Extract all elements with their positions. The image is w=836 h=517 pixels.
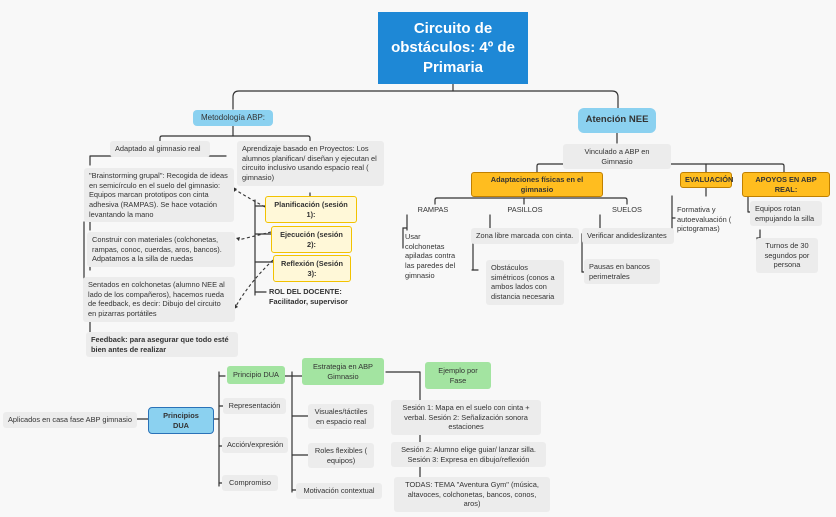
equipos-node: Equipos rotan empujando la silla [750, 201, 822, 227]
adaptaciones-node: Adaptaciones físicas en el gimnasio [471, 172, 603, 198]
construir-node: Construir con materiales (colchonetas, r… [87, 232, 235, 267]
principio-row-3: Compromiso [222, 475, 278, 491]
pasillos-detail-2: Obstáculos simétricos (conos a ambos lad… [486, 260, 564, 305]
feedback-node: Feedback: para asegurar que todo esté bi… [86, 332, 238, 358]
ejemplo-row-1: Sesión 1: Mapa en el suelo con cinta + v… [391, 400, 541, 435]
rampas-detail: Usar colchonetas apiladas contra las par… [405, 232, 456, 280]
estrategia-row-3: Motivación contextual [296, 483, 382, 499]
evaluacion-node: EVALUACIÓN [680, 172, 733, 188]
atencion-nee-node: Atención NEE [578, 108, 656, 133]
aplicados-node: Aplicados en casa fase ABP gimnasio [3, 412, 137, 428]
suelos-detail-2: Pausas en bancos perimetrales [584, 259, 660, 285]
turnos-node: Turnos de 30 segundos por persona [756, 238, 818, 273]
planificacion-node: Planificación (sesión 1): [265, 196, 357, 224]
apoyos-node: APOYOS EN ABP REAL: [742, 172, 830, 198]
estrategia-row-2: Roles flexibles ( equipos) [308, 443, 374, 469]
aprendizaje-node: Aprendizaje basado en Proyectos: Los alu… [237, 141, 384, 186]
principio-row-1: Representación [223, 398, 286, 414]
principio-row-2: Acción/expresión [222, 437, 288, 453]
metodologia-node: Metodología ABP: [193, 110, 273, 127]
rol-docente-node: ROL DEL DOCENTE: Facilitador, supervisor [269, 287, 348, 306]
brainstorming-node: "Brainstorming grupal": Recogida de idea… [84, 168, 234, 223]
col-ejemplo-header: Ejemplo por Fase [425, 362, 491, 390]
pasillos-node: PASILLOS [507, 205, 543, 214]
adaptado-node: Adaptado al gimnasio real [110, 141, 210, 157]
ejecucion-node: Ejecución (sesión 2): [271, 226, 352, 254]
col-principio-header: Principio DUA [227, 366, 285, 384]
reflexion-node: Reflexión (Sesión 3): [273, 255, 351, 283]
vinculado-node: Vinculado a ABP en Gimnasio [563, 144, 671, 170]
formativa-node: Formativa y autoevaluación ( pictogramas… [677, 205, 732, 234]
suelos-detail-1: Verificar andideslizantes [582, 228, 674, 244]
root-title: Circuito de obstáculos: 4º de Primaria [378, 12, 528, 84]
principios-dua-node: Principios DUA [148, 407, 214, 435]
rampas-node: RAMPAS [417, 205, 449, 214]
ejemplo-row-2: Sesión 2: Alumno elige guiar/ lanzar sil… [391, 442, 546, 468]
sentados-node: Sentados en colchonetas (alumno NEE al l… [83, 277, 235, 322]
suelos-node: SUELOS [612, 205, 642, 214]
pasillos-detail-1: Zona libre marcada con cinta. [471, 228, 579, 244]
ejemplo-row-3: TODAS: TEMA "Aventura Gym" (música, alta… [394, 477, 550, 512]
col-estrategia-header: Estrategia en ABP Gimnasio [302, 358, 384, 386]
estrategia-row-1: Visuales/táctiles en espacio real [308, 404, 374, 430]
